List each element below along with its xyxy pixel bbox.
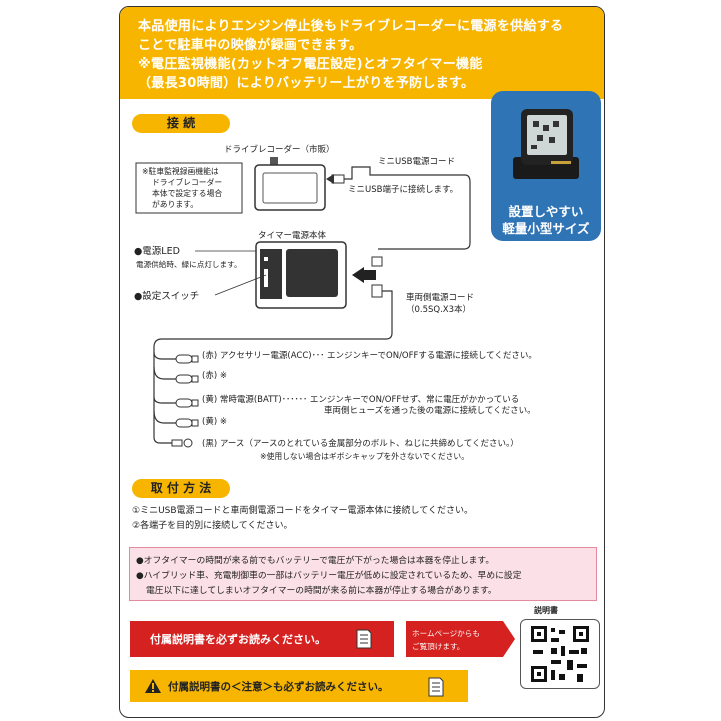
vehicle-cord-label: 車両側電源コード xyxy=(406,293,475,303)
parking-note-3: 本体で設定する場合 xyxy=(152,189,223,198)
wire-red-extra: (赤) ※ xyxy=(202,371,227,381)
install-step-1: ①ミニUSB電源コードと車両側電源コードをタイマー電源本体に接続してください。 xyxy=(132,506,474,516)
manual-small-icon xyxy=(428,677,444,697)
homepage-line-2: ご覧頂けます。 xyxy=(412,642,465,651)
led-note: 電源供給時、緑に点灯します。 xyxy=(136,260,242,269)
header-line-3: ※電圧監視機能(カットオフ電圧設定)とオフタイマー機能 xyxy=(138,57,483,72)
parking-note-4: があります。 xyxy=(152,200,199,209)
arrow-icon xyxy=(394,621,406,657)
wire-yellow-extra: (黄) ※ xyxy=(202,417,227,427)
device-photo-box: 設置しやすい 軽量小型サイズ xyxy=(491,91,601,241)
header-line-2: ことで駐車中の映像が録画できます。 xyxy=(138,38,363,53)
note-line-1: ●オフタイマーの時間が来る前でもバッテリーで電圧が下がった場合は本器を停止します… xyxy=(136,556,495,566)
wire-acc: (赤) アクセサリー電源(ACC)･･･ エンジンキーでON/OFFする電源に接… xyxy=(202,351,537,361)
caution-text: 付属説明書の＜注意＞も必ずお読みください。 xyxy=(168,681,389,693)
homepage-line-1: ホームページからも xyxy=(412,629,480,638)
note-line-3: 電圧以下に達してしまいオフタイマーの時間が来る前に本器が停止する場合があります。 xyxy=(146,586,497,596)
header-line-1: 本品使用によりエンジン停止後もドライブレコーダーに電源を供給する xyxy=(138,19,564,34)
connection-heading: 接 続 xyxy=(132,114,230,133)
caution-banner: 付属説明書の＜注意＞も必ずお読みください。 xyxy=(130,670,468,702)
recorder-label: ドライブレコーダー（市販） xyxy=(224,145,335,155)
led-label: ●電源LED xyxy=(134,246,180,257)
wire-batt: (黄) 常時電源(BATT)･･････ エンジンキーでON/OFFせず、常に電… xyxy=(202,395,520,405)
wire-cap-note: ※使用しない場合はギボシキャップを外さないでください。 xyxy=(260,452,470,461)
read-manual-text: 付属説明書を必ずお読みください。 xyxy=(150,633,326,646)
parking-note-2: ドライブレコーダー xyxy=(152,178,223,187)
note-line-2: ●ハイブリッド車、充電制御車の一部はバッテリー電圧が低めに設定されているため、早… xyxy=(136,571,522,581)
usb-cord-label: ミニUSB電源コード xyxy=(378,157,455,167)
notes-box: ●オフタイマーの時間が来る前でもバッテリーで電圧が下がった場合は本器を停止します… xyxy=(129,547,597,601)
warning-icon xyxy=(145,679,161,693)
device-caption-line-1: 設置しやすい xyxy=(508,204,584,219)
manual-label: 説明書 xyxy=(534,606,558,615)
instruction-sheet: 本品使用によりエンジン停止後もドライブレコーダーに電源を供給する ことで駐車中の… xyxy=(119,6,605,718)
header-line-4: （最長30時間）によりバッテリー上がりを予防します。 xyxy=(138,76,475,91)
install-step-2: ②各端子を目的別に接続してください。 xyxy=(132,521,293,531)
device-caption-line-2: 軽量小型サイズ xyxy=(502,221,590,236)
vehicle-cord-spec: （0.5SQ.X3本） xyxy=(406,305,472,315)
manual-icon xyxy=(356,629,372,649)
switch-label: ●設定スイッチ xyxy=(134,291,200,302)
wire-batt-note: 車両側ヒューズを通った後の電源に接続してください。 xyxy=(324,406,536,416)
usb-note: ミニUSB端子に接続します。 xyxy=(348,185,459,195)
wire-ground: (黒) アース（アースのとれている金属部分のボルト、ねじに共締めしてください。） xyxy=(202,439,519,449)
timer-label: タイマー電源本体 xyxy=(258,231,327,241)
qr-code-box[interactable] xyxy=(520,619,600,689)
read-manual-banner: 付属説明書を必ずお読みください。 xyxy=(130,621,394,657)
wiring-diagram xyxy=(135,157,471,448)
header-banner: 本品使用によりエンジン停止後もドライブレコーダーに電源を供給する ことで駐車中の… xyxy=(120,7,604,99)
arrow-right-icon xyxy=(503,621,515,657)
qr-code-icon xyxy=(531,626,589,682)
device-illustration xyxy=(513,109,579,179)
install-heading: 取 付 方 法 xyxy=(132,479,230,498)
homepage-box: ホームページからも ご覧頂けます。 xyxy=(406,621,503,657)
parking-note-1: ※駐車監視録画機能は xyxy=(142,167,219,176)
